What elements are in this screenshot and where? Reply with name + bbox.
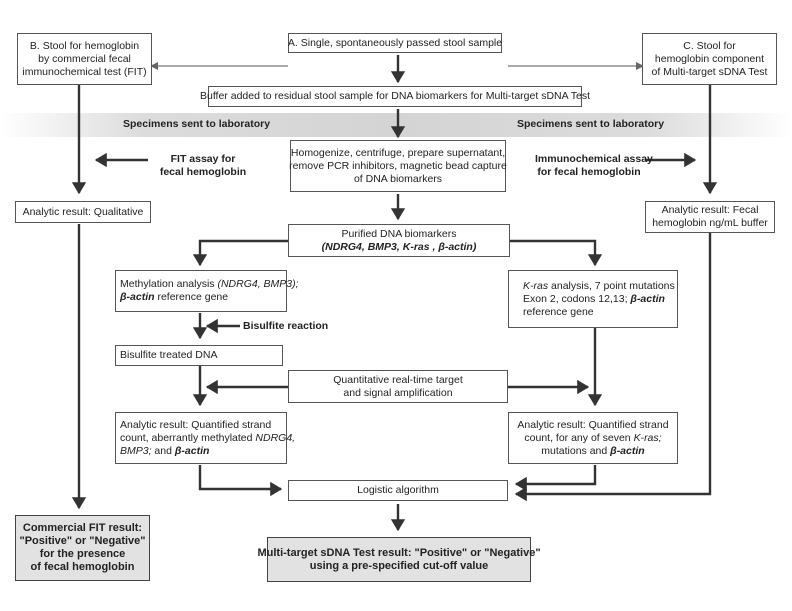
fit-result-line-1: Commercial FIT result: [22,522,143,534]
qualitative-result-box: Analytic result: Qualitative [15,201,151,223]
fecal-result-box: Analytic result: Fecal hemoglobin ng/mL … [645,201,775,233]
fit-result-line-4: of fecal hemoglobin [30,561,135,573]
immuno-assay-line-2: for fecal hemoglobin [537,166,641,178]
fit-stool-line-2: by commercial fecal [38,52,131,65]
kras-result-line-1: Analytic result: Quantified strand [517,418,669,431]
purified-dna-box: Purified DNA biomarkers (NDRG4, BMP3, K-… [288,224,510,257]
fit-result-line-3: for the presence [39,548,126,560]
kras-line-3: reference gene [523,305,594,318]
quant-line-1: Quantitative real-time target [333,373,463,386]
fit-assay-line-2: fecal hemoglobin [159,166,247,178]
kras-result-line-3-text: mutations and [541,444,611,457]
fit-result-box: Commercial FIT result: "Positive" or "Ne… [15,515,150,581]
sdna-result-line-1: Multi-target sDNA Test result: "Positive… [257,546,541,559]
quant-amplification-box: Quantitative real-time target and signal… [288,370,508,403]
kras-result-line-3: mutations and β-actin [541,445,644,458]
methyl-result-and: and [151,444,175,457]
sdna-result-box: Multi-target sDNA Test result: "Positive… [257,537,541,582]
bisulfite-box: Bisulfite treated DNA [115,345,283,366]
kras-line-1: K-ras analysis, 7 point mutations [523,280,675,293]
methyl-result-line-3: BMP3; and β-actin [120,445,209,458]
bisulfite-reaction-label: Bisulfite reaction [243,320,329,332]
methyl-result-beta-actin: β-actin [174,444,210,457]
methyl-result-ndrg4: NDRG4, [255,431,296,444]
kras-gene: K-ras [523,279,549,292]
kras-analysis-box: K-ras analysis, 7 point mutations Exon 2… [508,270,678,328]
sdna-stool-line-2: hemoglobin component [654,52,765,65]
immuno-assay-label: Immunochemical assay for fecal hemoglobi… [535,153,653,179]
fit-assay-line-1: FIT assay for [170,153,236,165]
arrow-kras-to-logistic [514,465,597,492]
arrow-purified-to-kras [510,239,603,267]
buffer-text: Buffer added to residual stool sample fo… [199,90,591,102]
specimens-right-label: Specimens sent to laboratory [517,118,665,130]
methylation-result-box: Analytic result: Quantified strand count… [115,412,295,464]
qualitative-result-text: Analytic result: Qualitative [22,205,144,218]
kras-beta-actin: β-actin [630,292,665,305]
purified-line-1: Purified DNA biomarkers [341,227,457,240]
fit-result-line-2: "Positive" or "Negative" [19,535,146,547]
homogenize-line-2: remove PCR inhibitors, magnetic bead cap… [289,159,507,172]
fit-stool-line-3: immunochemical test (FIT) [22,65,147,78]
methylation-beta-actin: β-actin [120,291,155,303]
kras-result-line-2: count, for any of seven K-ras; [524,432,661,445]
methyl-result-line-2-text: count, aberrantly methylated [120,431,256,444]
kras-result-line-2-text: count, for any of seven [524,431,634,444]
quant-line-2: and signal amplification [343,386,453,399]
fit-assay-label: FIT assay for fecal hemoglobin [153,153,253,179]
homogenize-line-1: Homogenize, centrifuge, prepare supernat… [290,146,506,159]
methylation-line-1: Methylation analysis (NDRG4, BMP3); [120,278,299,291]
fecal-result-line-1: Analytic result: Fecal [661,204,759,216]
fecal-result-line-2: hemoglobin ng/mL buffer [652,217,768,229]
fit-stool-line-1: B. Stool for hemoglobin [29,39,140,52]
immuno-assay-line-1: Immunochemical assay [535,153,653,165]
methyl-result-line-1: Analytic result: Quantified strand [120,418,272,431]
methyl-result-line-2: count, aberrantly methylated NDRG4, [120,432,295,445]
sdna-stool-line-3: of Multi-target sDNA Test [651,65,768,78]
kras-line-2: Exon 2, codons 12,13; β-actin [523,293,665,306]
purified-line-2: (NDRG4, BMP3, K-ras , β-actin) [322,241,477,254]
specimens-left-label: Specimens sent to laboratory [123,118,271,130]
arrow-fecal-to-logistic [514,233,712,502]
kras-line-1-text: analysis, 7 point mutations [548,279,675,292]
methyl-result-bmp3: BMP3; [120,444,152,457]
stool-sample-text: A. Single, spontaneously passed stool sa… [287,36,503,49]
arrow-purified-to-methylation [192,239,288,267]
kras-line-2-text: Exon 2, codons 12,13; [523,292,631,305]
methylation-genes: (NDRG4, BMP3); [217,278,299,290]
homogenize-line-3: of DNA biomarkers [353,172,443,185]
methylation-line-2-text: reference gene [154,291,229,303]
kras-result-box: Analytic result: Quantified strand count… [508,412,678,464]
methylation-line-1-text: Methylation analysis [120,278,218,290]
buffer-box: Buffer added to residual stool sample fo… [200,86,590,107]
purified-markers: (NDRG4, BMP3, K-ras , β-actin) [321,240,477,253]
sdna-result-line-2: using a pre-specified cut-off value [309,559,489,572]
homogenize-box: Homogenize, centrifuge, prepare supernat… [289,140,507,192]
methylation-line-2: β-actin reference gene [120,291,228,304]
fit-stool-box: B. Stool for hemoglobin by commercial fe… [17,33,152,85]
stool-sample-box: A. Single, spontaneously passed stool sa… [288,33,502,53]
kras-result-kras: K-ras; [633,431,662,444]
bisulfite-box-text: Bisulfite treated DNA [120,349,218,361]
kras-result-beta-actin: β-actin [610,444,645,457]
logistic-text: Logistic algorithm [357,484,439,496]
methylation-box: Methylation analysis (NDRG4, BMP3); β-ac… [115,270,299,312]
sdna-stool-box: C. Stool for hemoglobin component of Mul… [642,33,777,85]
arrow-methyl-to-logistic [198,465,283,497]
sdna-stool-line-1: C. Stool for [683,39,736,52]
logistic-algorithm-box: Logistic algorithm [288,480,508,501]
